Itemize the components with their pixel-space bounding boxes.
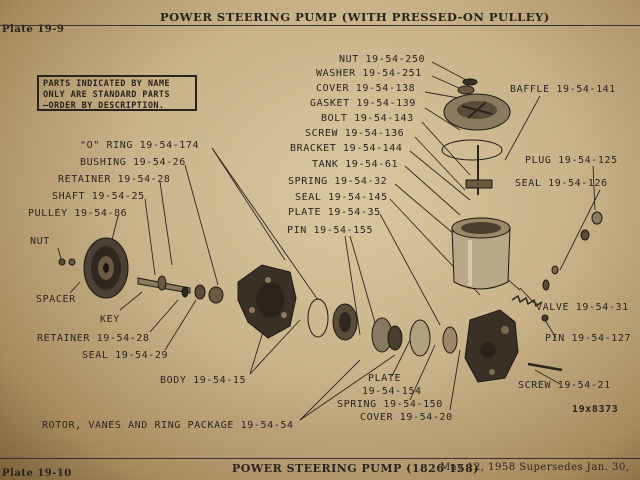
label-plate-bottom: PLATE xyxy=(368,373,402,384)
label-screw-top: SCREW 19-54-136 xyxy=(305,128,405,139)
label-spacer: SPACER xyxy=(36,294,76,305)
page-title: POWER STEERING PUMP (WITH PRESSED-ON PUL… xyxy=(160,10,550,24)
label-cover-bottom: COVER 19-54-20 xyxy=(360,412,453,423)
label-cover-top: COVER 19-54-138 xyxy=(316,83,416,94)
label-plate-bottom-number: 19-54-154 xyxy=(362,386,422,397)
rotor-package xyxy=(332,303,458,357)
footer-title: POWER STEERING PUMP (1826 158) xyxy=(232,462,479,475)
label-bracket: BRACKET 19-54-144 xyxy=(290,143,403,154)
label-retainer-top: RETAINER 19-54-28 xyxy=(58,174,171,185)
reservoir-cover-assembly xyxy=(441,78,511,195)
shaft xyxy=(137,275,224,304)
label-shaft: SHAFT 19-54-25 xyxy=(52,191,145,202)
pulley xyxy=(83,237,129,299)
label-valve: VALVE 19-54-31 xyxy=(536,302,629,313)
notice-line-1: PARTS INDICATED BY NAME xyxy=(43,79,170,89)
label-spring-bottom: SPRING 19-54-150 xyxy=(337,399,443,410)
notice-line-2: ONLY ARE STANDARD PARTS xyxy=(43,90,170,100)
label-pin-mid: PIN 19-54-155 xyxy=(287,225,374,236)
o-ring-part xyxy=(307,298,329,338)
label-bolt: BOLT 19-54-143 xyxy=(321,113,414,124)
header-rule xyxy=(0,25,640,26)
label-body: BODY 19-54-15 xyxy=(160,375,247,386)
label-baffle: BAFFLE 19-54-141 xyxy=(510,84,616,95)
pump-cover xyxy=(464,309,519,383)
standard-parts-notice: PARTS INDICATED BY NAME ONLY ARE STANDAR… xyxy=(37,75,197,111)
label-seal-right: SEAL 19-54-126 xyxy=(515,178,608,189)
reservoir-tank xyxy=(451,217,511,290)
label-screw-bottom: SCREW 19-54-21 xyxy=(518,380,611,391)
notice-line-3: —ORDER BY DESCRIPTION. xyxy=(43,101,165,111)
label-seal-bottom: SEAL 19-54-29 xyxy=(82,350,169,361)
label-bushing: BUSHING 19-54-26 xyxy=(80,157,186,168)
valve-spring xyxy=(511,211,603,308)
label-pin-right: PIN 19-54-127 xyxy=(545,333,632,344)
label-pulley: PULLEY 19-54-86 xyxy=(28,208,128,219)
pump-body xyxy=(237,264,297,339)
nut-part xyxy=(58,258,66,266)
label-gasket: GASKET 19-54-139 xyxy=(310,98,416,109)
label-spring-top: SPRING 19-54-32 xyxy=(288,176,388,187)
label-washer: WASHER 19-54-251 xyxy=(316,68,422,79)
label-tank: TANK 19-54-61 xyxy=(312,159,399,170)
label-seal-mid: SEAL 19-54-145 xyxy=(295,192,388,203)
label-plug: PLUG 19-54-125 xyxy=(525,155,618,166)
screw-part xyxy=(527,362,563,372)
label-key: KEY xyxy=(100,314,120,325)
label-plate-top: PLATE 19-54-35 xyxy=(288,207,381,218)
label-retainer-bottom: RETAINER 19-54-28 xyxy=(37,333,150,344)
plate-number: Plate 19-9 xyxy=(2,24,65,35)
label-rotor-package: ROTOR, VANES AND RING PACKAGE 19-54-54 xyxy=(42,420,294,431)
footer-date: May 12, 1958 Supersedes Jan. 30, xyxy=(440,462,630,473)
footer-rule xyxy=(0,458,640,459)
figure-id: 19x8373 xyxy=(572,404,619,415)
label-nut-top: NUT 19-54-250 xyxy=(339,54,426,65)
label-nut-left: NUT xyxy=(30,236,50,247)
label-oring: "O" RING 19-54-174 xyxy=(80,140,200,151)
footer-plate-number: Plate 19-10 xyxy=(2,468,72,479)
